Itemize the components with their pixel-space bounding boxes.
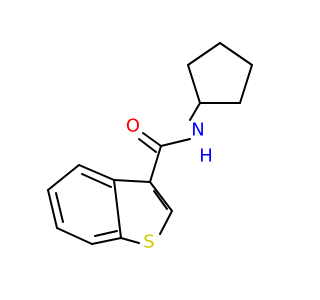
bond-c3-c2 xyxy=(149,181,173,212)
bond-c-c3 xyxy=(149,145,162,183)
bond-c-n xyxy=(160,138,191,147)
bond-c2-s xyxy=(159,210,173,235)
bond-c-o-2 xyxy=(138,138,157,153)
molecule-structure: O N H S xyxy=(47,42,253,253)
bond-c5-c6 xyxy=(47,189,58,229)
bond-cp-1 xyxy=(187,64,201,104)
bond-c7-c7a xyxy=(91,237,122,245)
bond-c6-c7 xyxy=(56,227,93,245)
bond-c3a-c7a xyxy=(113,179,122,239)
bond-c-o-1 xyxy=(142,132,162,147)
atom-labels: O N H S xyxy=(126,116,213,253)
hydrogen-label: H xyxy=(199,146,213,167)
bond-c5-c6-inner xyxy=(55,192,64,223)
bond-c3-c3a xyxy=(113,179,151,183)
bond-c3-c2-inner xyxy=(153,190,168,210)
bond-c7-c7a-inner xyxy=(94,230,118,237)
bond-c3a-c4-inner xyxy=(81,173,112,188)
bond-n-cp xyxy=(189,102,201,121)
nitrogen-label: N xyxy=(191,120,204,141)
oxygen-label: O xyxy=(126,116,140,137)
bond-cp-4 xyxy=(239,64,253,104)
bond-c4-c5 xyxy=(47,164,80,191)
bond-s-c7a xyxy=(120,237,140,244)
bond-cp-2 xyxy=(187,42,221,66)
bond-skeleton xyxy=(47,42,253,245)
bond-c3a-c4 xyxy=(78,164,115,181)
bond-cp-3 xyxy=(219,42,253,66)
sulfur-label: S xyxy=(143,232,154,253)
